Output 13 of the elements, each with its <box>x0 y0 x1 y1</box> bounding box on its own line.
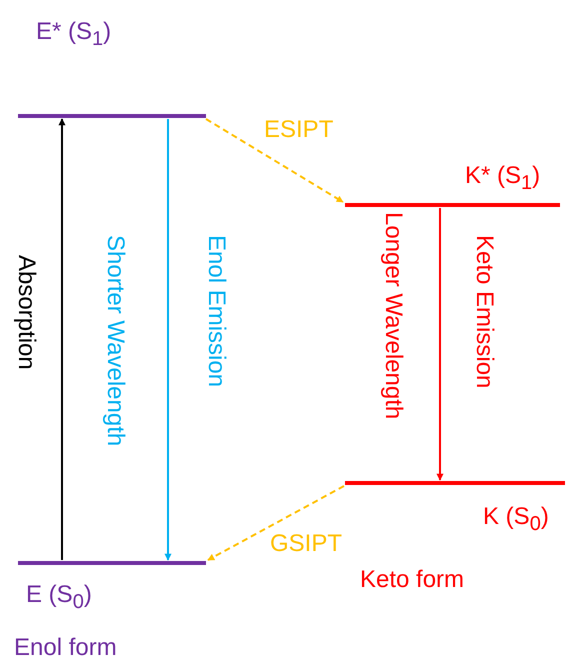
form-label: Keto form <box>360 566 464 594</box>
form-label: Enol form <box>14 634 117 660</box>
energy-level <box>345 481 565 529</box>
state-label: K (S$_{0}$) <box>483 503 549 537</box>
energy-level <box>18 561 206 607</box>
arrow <box>164 119 172 561</box>
state-label: E (S$_{0}$) <box>26 581 92 615</box>
arrow <box>436 208 444 481</box>
arrow <box>58 118 66 560</box>
state-label: K* (S$_{1}$) <box>465 162 540 196</box>
arrow <box>205 118 344 203</box>
state-label: E* (S$_{1}$) <box>36 18 112 52</box>
arrow <box>207 485 344 561</box>
